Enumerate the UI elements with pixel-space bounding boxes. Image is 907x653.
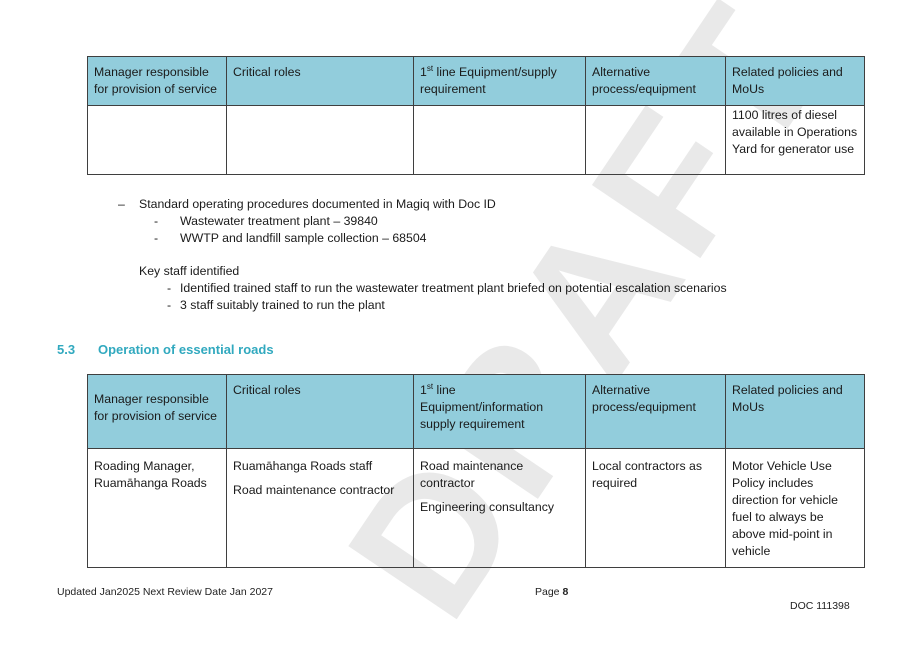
critical-role-item: Road maintenance contractor <box>233 483 395 497</box>
header-equipment-text: line Equipment/information supply requir… <box>420 383 544 431</box>
equipment-item: Road maintenance contractor <box>420 459 524 490</box>
essential-roads-table: Manager responsible for provision of ser… <box>87 374 865 568</box>
header-equipment-sup: st <box>426 381 434 391</box>
cell-manager: Roading Manager, Ruamāhanga Roads <box>87 448 227 568</box>
header-critical-roles: Critical roles <box>226 374 414 449</box>
header-equipment: 1st line Equipment/supply requirement <box>413 56 586 106</box>
footer-page-number: 8 <box>562 586 569 598</box>
table-row: Roading Manager, Ruamāhanga Roads Ruamāh… <box>87 448 865 568</box>
cell-manager <box>87 105 227 175</box>
header-policies: Related policies and MoUs <box>725 56 865 106</box>
footer-doc-id: DOC 111398 <box>790 600 850 612</box>
sop-item: Wastewater treatment plant – 39840 <box>180 214 378 228</box>
cell-equipment: Road maintenance contractor Engineering … <box>413 448 586 568</box>
header-equipment-prefix: 1 <box>420 383 427 397</box>
cell-critical-roles: Ruamāhanga Roads staff Road maintenance … <box>226 448 414 568</box>
table-header-row: Manager responsible for provision of ser… <box>87 374 865 449</box>
section-number: 5.3 <box>57 342 76 357</box>
sop-dash: – <box>118 197 125 211</box>
cell-policies: 1100 litres of diesel available in Opera… <box>725 105 865 175</box>
header-equipment-prefix: 1 <box>420 65 427 79</box>
cell-equipment <box>413 105 586 175</box>
header-policies: Related policies and MoUs <box>725 374 865 449</box>
cell-critical-roles <box>226 105 414 175</box>
cell-alternative: Local contractors as required <box>585 448 726 568</box>
cell-policies: Motor Vehicle Use Policy includes direct… <box>725 448 865 568</box>
section-title: Operation of essential roads <box>98 342 274 357</box>
header-equipment: 1st line Equipment/information supply re… <box>413 374 586 449</box>
table-row: 1100 litres of diesel available in Opera… <box>87 105 865 175</box>
sop-item-dash: - <box>154 214 159 228</box>
key-staff-title: Key staff identified <box>139 264 240 278</box>
key-staff-item: Identified trained staff to run the wast… <box>180 281 727 295</box>
footer-page-label: Page <box>535 586 560 598</box>
header-equipment-sup: st <box>426 63 434 73</box>
key-staff-dash: - <box>167 281 172 295</box>
footer-page: Page 8 <box>535 586 568 598</box>
header-equipment-text: line Equipment/supply requirement <box>420 65 557 96</box>
header-alternative: Alternative process/equipment <box>585 56 726 106</box>
header-manager: Manager responsible for provision of ser… <box>87 56 227 106</box>
header-alternative: Alternative process/equipment <box>585 374 726 449</box>
services-table-continued: Manager responsible for provision of ser… <box>87 56 865 175</box>
sop-item-dash: - <box>154 231 159 245</box>
footer-review-date: Updated Jan2025 Next Review Date Jan 202… <box>57 586 273 598</box>
header-manager: Manager responsible for provision of ser… <box>87 374 227 449</box>
sop-title: Standard operating procedures documented… <box>139 197 496 211</box>
key-staff-dash: - <box>167 298 172 312</box>
equipment-item: Engineering consultancy <box>420 500 554 514</box>
sop-item: WWTP and landfill sample collection – 68… <box>180 231 427 245</box>
table-header-row: Manager responsible for provision of ser… <box>87 56 865 106</box>
critical-role-item: Ruamāhanga Roads staff <box>233 459 373 473</box>
header-critical-roles: Critical roles <box>226 56 414 106</box>
key-staff-item: 3 staff suitably trained to run the plan… <box>180 298 385 312</box>
section-heading: 5.3 Operation of essential roads <box>57 342 274 357</box>
cell-alternative <box>585 105 726 175</box>
